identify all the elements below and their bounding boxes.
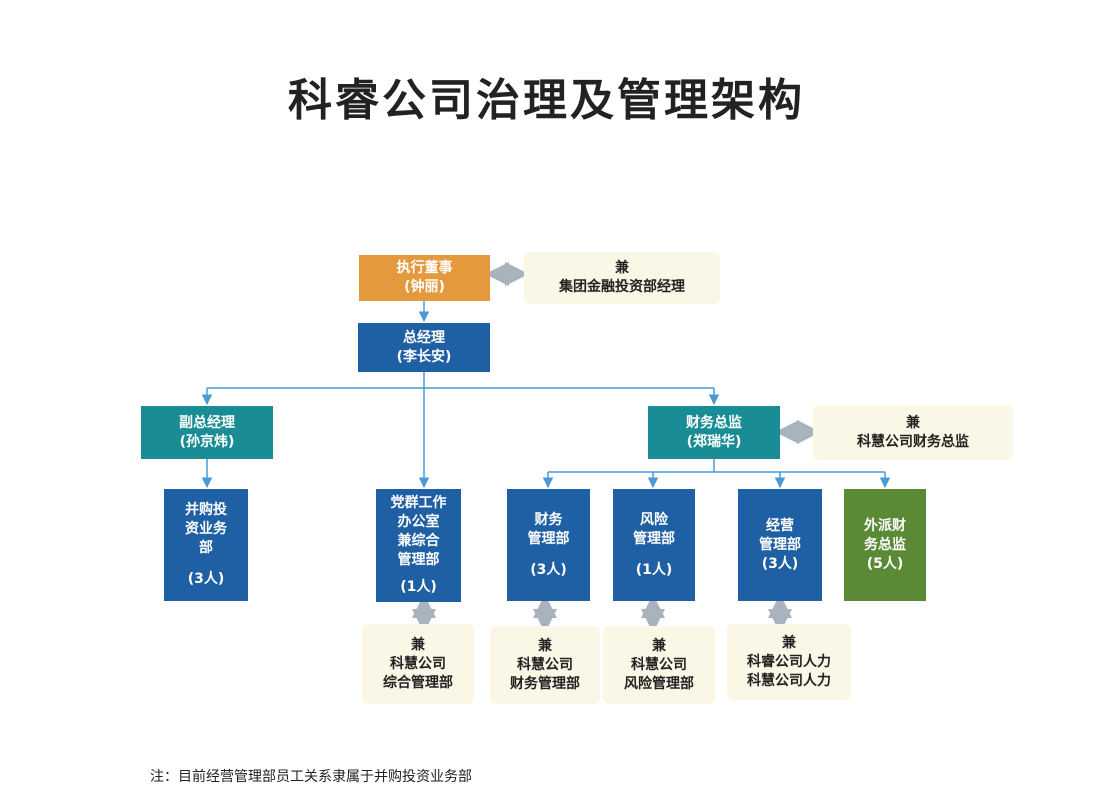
node-headcount: (1人)	[400, 579, 437, 595]
note-line: 兼	[782, 634, 796, 651]
note-ops-dept: 兼 科睿公司人力 科慧公司人力	[727, 624, 851, 700]
node-risk-dept: 风险 管理部 (1人)	[613, 489, 695, 601]
note-line: 科睿公司人力	[747, 653, 831, 670]
note-line: 集团金融投资部经理	[559, 279, 685, 295]
note-line: 科慧公司	[390, 655, 446, 672]
node-external-finance: 外派财 务总监 (5人)	[844, 489, 926, 601]
note-line: 科慧公司财务总监	[857, 433, 969, 450]
note-line: 兼	[615, 260, 629, 276]
node-general-manager: 总经理 (李长安)	[358, 323, 490, 372]
node-line: 经营	[766, 517, 794, 534]
note-line: 科慧公司	[631, 656, 687, 673]
note-cfo: 兼 科慧公司财务总监	[813, 405, 1013, 460]
note-line: 综合管理部	[383, 674, 453, 691]
node-line: 并购投	[185, 502, 227, 518]
chart-title: 科睿公司治理及管理架构	[288, 75, 805, 126]
node-line: 党群工作	[390, 495, 447, 511]
node-line: 办公室	[397, 514, 440, 530]
node-line: 财务	[534, 511, 563, 528]
node-finance-dept: 财务 管理部 (3人)	[507, 489, 590, 601]
note-line: 兼	[538, 637, 552, 654]
node-line: 资业务	[185, 521, 227, 537]
node-person: (郑瑞华)	[686, 433, 742, 450]
node-line: 兼综合	[397, 533, 440, 549]
node-exec-director: 执行董事 (钟丽)	[359, 255, 490, 301]
node-person: (孙京炜)	[179, 433, 235, 450]
node-title: 总经理	[403, 329, 445, 346]
note-line: 兼	[906, 414, 920, 431]
node-line: 管理部	[759, 536, 801, 553]
note-finance-dept: 兼 科慧公司 财务管理部	[490, 626, 600, 704]
note-line: 风险管理部	[624, 675, 694, 692]
node-title: 执行董事	[396, 260, 453, 276]
node-title: 财务总监	[686, 414, 742, 431]
node-headcount: (3人)	[530, 561, 567, 578]
note-line: 财务管理部	[510, 675, 580, 692]
node-line: 外派财	[864, 517, 906, 534]
node-person: (李长安)	[396, 348, 452, 365]
node-deputy-gm: 副总经理 (孙京炜)	[141, 406, 273, 459]
note-party-office: 兼 科慧公司 综合管理部	[362, 624, 474, 704]
node-line: 管理部	[527, 530, 570, 547]
node-headcount: (3人)	[761, 555, 799, 572]
note-line: 兼	[652, 637, 666, 654]
footnote: 注：目前经营管理部员工关系隶属于并购投资业务部	[150, 769, 472, 785]
node-line: 管理部	[633, 530, 675, 547]
node-headcount: (1人)	[635, 561, 673, 578]
note-line: 科慧公司人力	[747, 672, 831, 689]
node-ops-dept: 经营 管理部 (3人)	[738, 489, 822, 601]
note-exec-director: 兼 集团金融投资部经理	[524, 252, 720, 304]
node-cfo: 财务总监 (郑瑞华)	[648, 406, 780, 459]
node-party-office: 党群工作 办公室 兼综合 管理部 (1人)	[376, 489, 461, 602]
node-line: 务总监	[864, 536, 906, 553]
node-headcount: (5人)	[866, 555, 904, 572]
note-risk-dept: 兼 科慧公司 风险管理部	[603, 626, 715, 704]
node-line: 管理部	[397, 552, 440, 568]
note-line: 科慧公司	[517, 656, 573, 673]
node-headcount: (3人)	[187, 571, 225, 587]
node-line: 部	[199, 540, 213, 556]
node-title: 副总经理	[179, 414, 235, 431]
note-line: 兼	[411, 636, 425, 653]
node-line: 风险	[640, 511, 668, 528]
node-person: (钟丽)	[404, 279, 445, 295]
node-ma-dept: 并购投 资业务 部 (3人)	[164, 489, 248, 601]
